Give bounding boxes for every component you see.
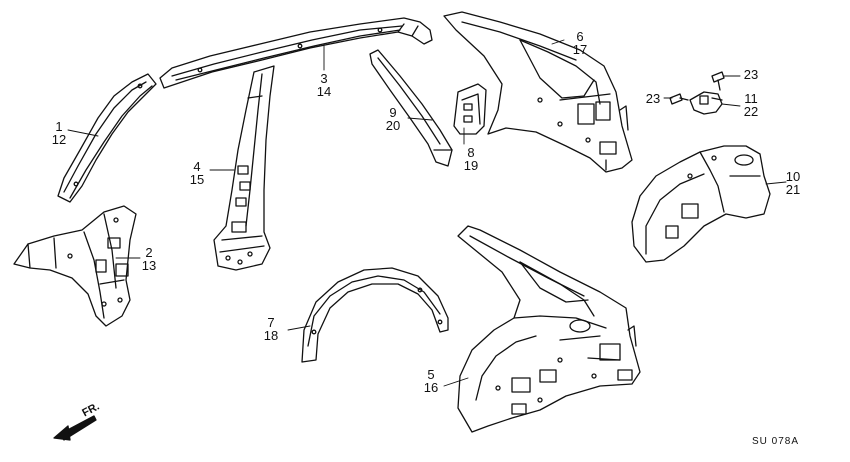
callout-part-10-21: 10 21 (782, 170, 804, 196)
callout-part-9-20: 9 20 (382, 106, 404, 132)
part-quarter-inner-upper (443, 11, 633, 173)
part-rear-pillar-strip (369, 49, 453, 167)
callout-part-6-17: 6 17 (569, 30, 591, 56)
part-number: 1 (55, 119, 63, 134)
part-gusset (453, 83, 487, 135)
part-number: 11 (744, 91, 758, 106)
part-number-alt: 13 (141, 258, 157, 273)
part-bolt-upper (711, 71, 725, 91)
part-bolt-lower (669, 93, 689, 105)
part-number-alt: 15 (189, 172, 205, 187)
part-number: 2 (145, 245, 153, 260)
part-front-bracket (13, 205, 137, 327)
drawing-code: SU 078A (752, 436, 800, 447)
part-number-alt: 20 (385, 118, 401, 133)
part-number: 5 (427, 367, 435, 382)
leader-lines (67, 39, 787, 387)
part-wheel-arch (301, 267, 449, 363)
callout-part-5-16: 5 16 (420, 368, 442, 394)
part-number: 6 (576, 29, 584, 44)
callout-part-1-12: 1 12 (48, 120, 70, 146)
callout-part-7-18: 7 18 (260, 316, 282, 342)
part-roof-rail (159, 17, 433, 89)
part-number-alt: 17 (572, 42, 588, 57)
part-number-alt: 22 (743, 104, 759, 119)
part-number-alt: 18 (263, 328, 279, 343)
part-number-alt: 21 (785, 182, 801, 197)
part-number: 3 (320, 71, 328, 86)
part-number: 23 (743, 67, 759, 82)
callout-part-11-22: 11 22 (740, 92, 762, 118)
callout-part-2-13: 2 13 (138, 246, 160, 272)
part-quarter-assembly (457, 225, 641, 433)
part-front-pillar (57, 73, 157, 203)
part-center-pillar (213, 65, 275, 271)
part-number-alt: 14 (316, 84, 332, 99)
part-number: 7 (267, 315, 275, 330)
part-number: 9 (389, 105, 397, 120)
part-number-alt: 12 (51, 132, 67, 147)
part-small-bracket (689, 91, 723, 115)
callout-part-3-14: 3 14 (313, 72, 335, 98)
callout-part-23-lower: 23 (642, 92, 664, 105)
part-number: 8 (467, 145, 475, 160)
part-number-alt: 16 (423, 380, 439, 395)
callout-part-23-upper: 23 (740, 68, 762, 81)
part-rear-wheelhouse (631, 145, 771, 263)
part-number-alt: 19 (463, 158, 479, 173)
callout-part-8-19: 8 19 (460, 146, 482, 172)
callout-part-4-15: 4 15 (186, 160, 208, 186)
front-direction-arrow (53, 415, 97, 441)
part-number: 4 (193, 159, 201, 174)
part-number: 10 (785, 169, 801, 184)
part-number: 23 (645, 91, 661, 106)
